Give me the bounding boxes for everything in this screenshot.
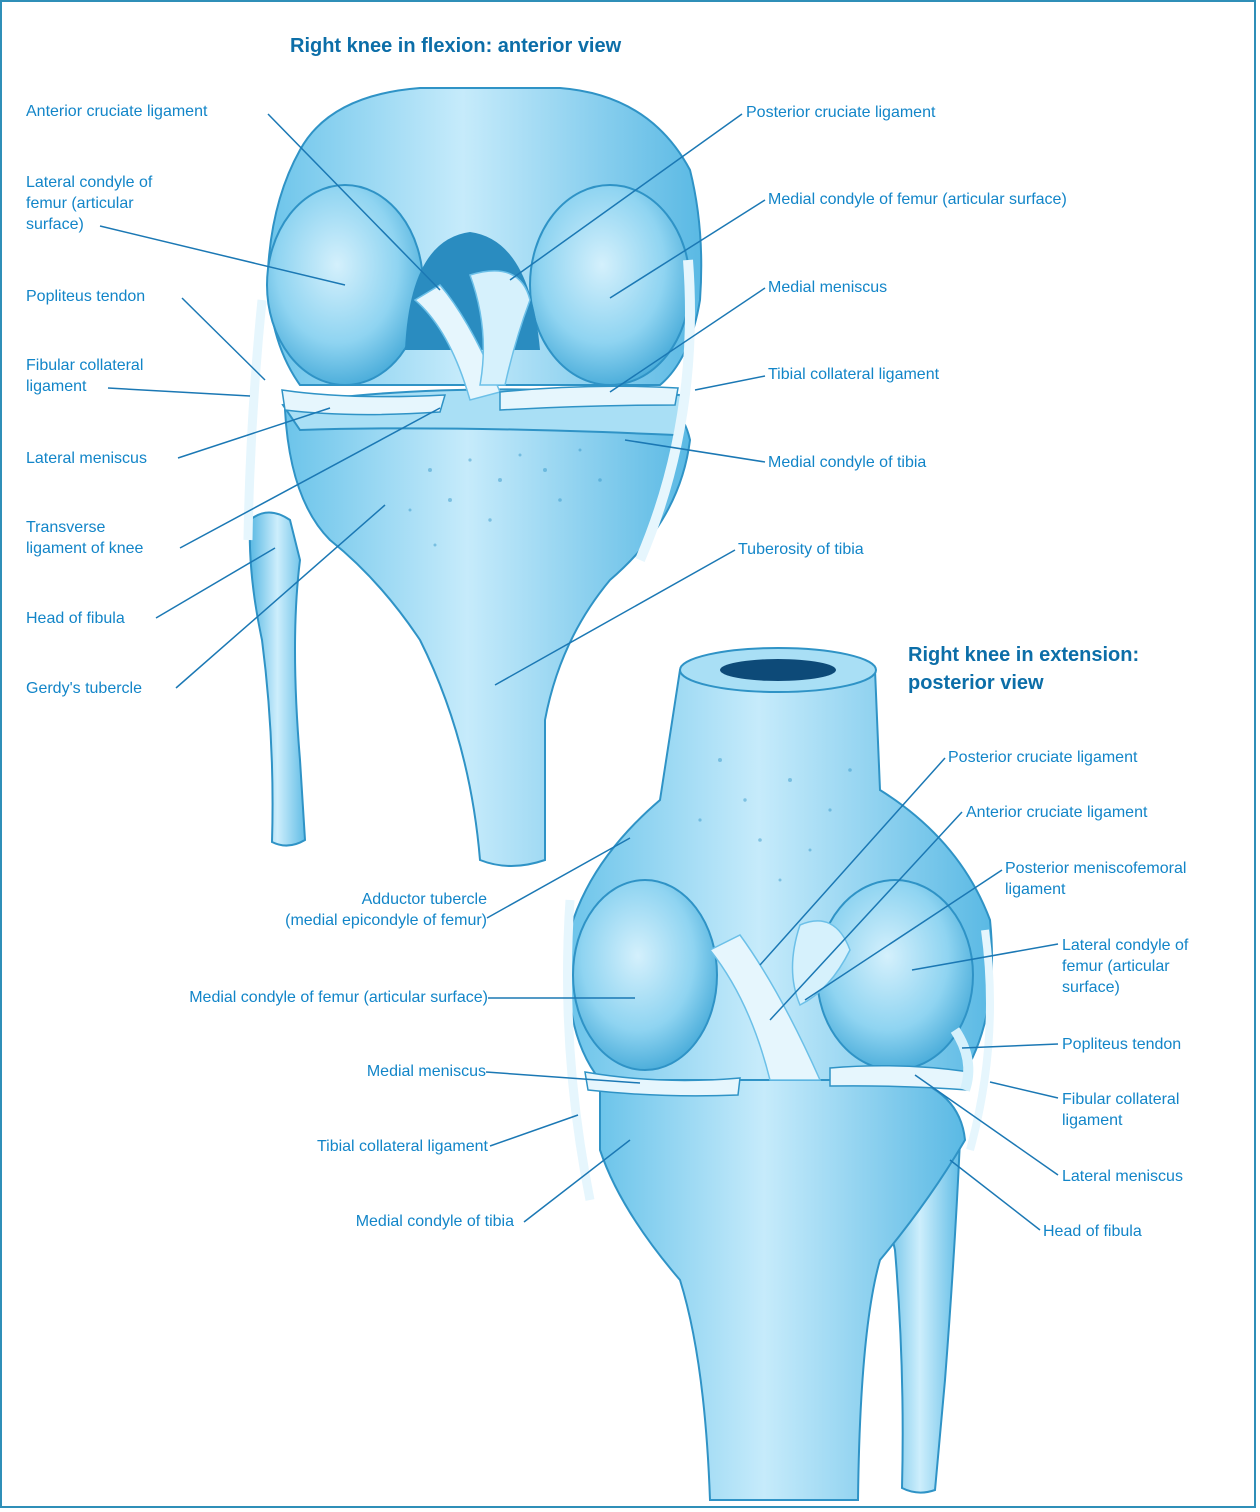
leader-posterior-meniscofemoral (804, 869, 1003, 1001)
label-posterior-lateral-meniscus: Lateral meniscus (1062, 1168, 1183, 1185)
leader-posterior-popliteus (961, 1043, 1059, 1049)
anterior-view-title: Right knee in flexion: anterior view (290, 35, 622, 57)
anterior-bone-texture (408, 448, 602, 547)
label-posterior-tibial-collateral: Tibial collateral ligament (316, 1138, 488, 1155)
label-posterior-medial-condyle-femur: Medial condyle of femur (articular surfa… (189, 989, 488, 1006)
anterior-tibial-collateral-ligament (635, 259, 695, 562)
label-anterior-lateral-condyle-femur: Lateral condyle of femur (articular surf… (26, 174, 153, 233)
label-posterior-popliteus-tendon: Popliteus tendon (1062, 1036, 1182, 1053)
posterior-medial-condyle (572, 879, 718, 1071)
leader-lines (99, 113, 1059, 1231)
label-anterior-medial-condyle-tibia: Medial condyle of tibia (768, 454, 927, 471)
label-anterior-fibular-collateral: Fibular collateral ligament (26, 357, 144, 395)
label-posterior-adductor-tubercle: Adductor tubercle (medial epicondyle of … (285, 891, 487, 929)
leader-posterior-medial-meniscus (485, 1071, 641, 1084)
posterior-pcl-drawing (708, 934, 822, 1081)
label-posterior-medial-meniscus: Medial meniscus (366, 1063, 486, 1080)
leader-posterior-medial-condyle-tibia (523, 1139, 631, 1223)
leader-anterior-medial-condyle (609, 199, 766, 299)
leader-anterior-head-fibula (155, 547, 276, 619)
leader-anterior-pcl (509, 113, 743, 281)
label-anterior-head-fibula: Head of fibula (26, 610, 125, 627)
leader-posterior-lateral-meniscus (914, 1074, 1059, 1176)
posterior-view-title-line1: Right knee in extension: (908, 644, 1140, 666)
leader-anterior-popliteus (181, 297, 266, 381)
label-anterior-medial-condyle-femur: Medial condyle of femur (articular surfa… (768, 191, 1067, 208)
anterior-medial-meniscus (499, 385, 679, 411)
posterior-medullary-cavity (720, 659, 836, 681)
leader-anterior-transverse (179, 407, 441, 549)
leader-posterior-fibular-collateral (989, 1081, 1059, 1099)
label-posterior-medial-condyle-tibia: Medial condyle of tibia (355, 1213, 514, 1230)
label-anterior-acl: Anterior cruciate ligament (26, 103, 208, 120)
anterior-lateral-meniscus (281, 389, 447, 416)
leader-anterior-medial-meniscus (609, 287, 766, 393)
leader-posterior-adductor (486, 837, 631, 919)
label-posterior-meniscofemoral: Posterior meniscofemoral ligament (1005, 860, 1187, 898)
leader-anterior-medial-condyle-tibia (624, 439, 766, 463)
label-posterior-pcl: Posterior cruciate ligament (948, 749, 1138, 766)
label-anterior-transverse-ligament: Transverse ligament of knee (26, 519, 144, 557)
label-anterior-tuberosity-tibia: Tuberosity of tibia (738, 541, 864, 558)
label-posterior-head-fibula: Head of fibula (1043, 1223, 1142, 1240)
posterior-lateral-meniscus (829, 1065, 971, 1091)
leader-anterior-tibial-collateral (694, 375, 766, 391)
posterior-view-title-line2: posterior view (908, 672, 1044, 694)
leader-anterior-lateral-meniscus (177, 407, 331, 459)
posterior-cruciate-ligament (469, 270, 531, 386)
leader-posterior-head-fibula (949, 1159, 1041, 1231)
leader-posterior-tibial-collateral (489, 1114, 579, 1147)
posterior-medial-meniscus (584, 1071, 741, 1097)
posterior-tibial-collateral-ligament (563, 899, 595, 1201)
label-anterior-popliteus-tendon: Popliteus tendon (26, 288, 146, 305)
leader-anterior-tuberosity (494, 549, 736, 686)
label-anterior-tibial-collateral: Tibial collateral ligament (768, 366, 940, 383)
anterior-knee-drawing (243, 87, 703, 867)
label-posterior-acl: Anterior cruciate ligament (966, 804, 1148, 821)
anterior-fibula (248, 511, 307, 847)
leader-anterior-gerdy (175, 504, 386, 689)
leader-anterior-acl (267, 113, 441, 291)
leader-posterior-lateral-condyle (911, 943, 1059, 971)
label-anterior-medial-meniscus: Medial meniscus (768, 279, 888, 296)
label-posterior-fibular-collateral: Fibular collateral ligament (1062, 1091, 1180, 1129)
label-posterior-lateral-condyle-femur: Lateral condyle of femur (articular surf… (1062, 937, 1189, 996)
posterior-lateral-condyle (816, 879, 974, 1071)
leader-anterior-fibular-collateral (107, 387, 251, 397)
anterior-tibia (283, 390, 692, 867)
label-anterior-gerdys-tubercle: Gerdy's tubercle (26, 680, 142, 697)
anterior-fibular-collateral-ligament (243, 299, 267, 541)
leader-posterior-pcl (759, 757, 946, 966)
leader-posterior-acl (769, 811, 963, 1021)
label-anterior-lateral-meniscus: Lateral meniscus (26, 450, 147, 467)
label-anterior-pcl: Posterior cruciate ligament (746, 104, 936, 121)
posterior-popliteus-tendon (950, 1027, 974, 1092)
posterior-bone-texture (698, 758, 852, 882)
leader-anterior-lateral-condyle (99, 225, 346, 286)
